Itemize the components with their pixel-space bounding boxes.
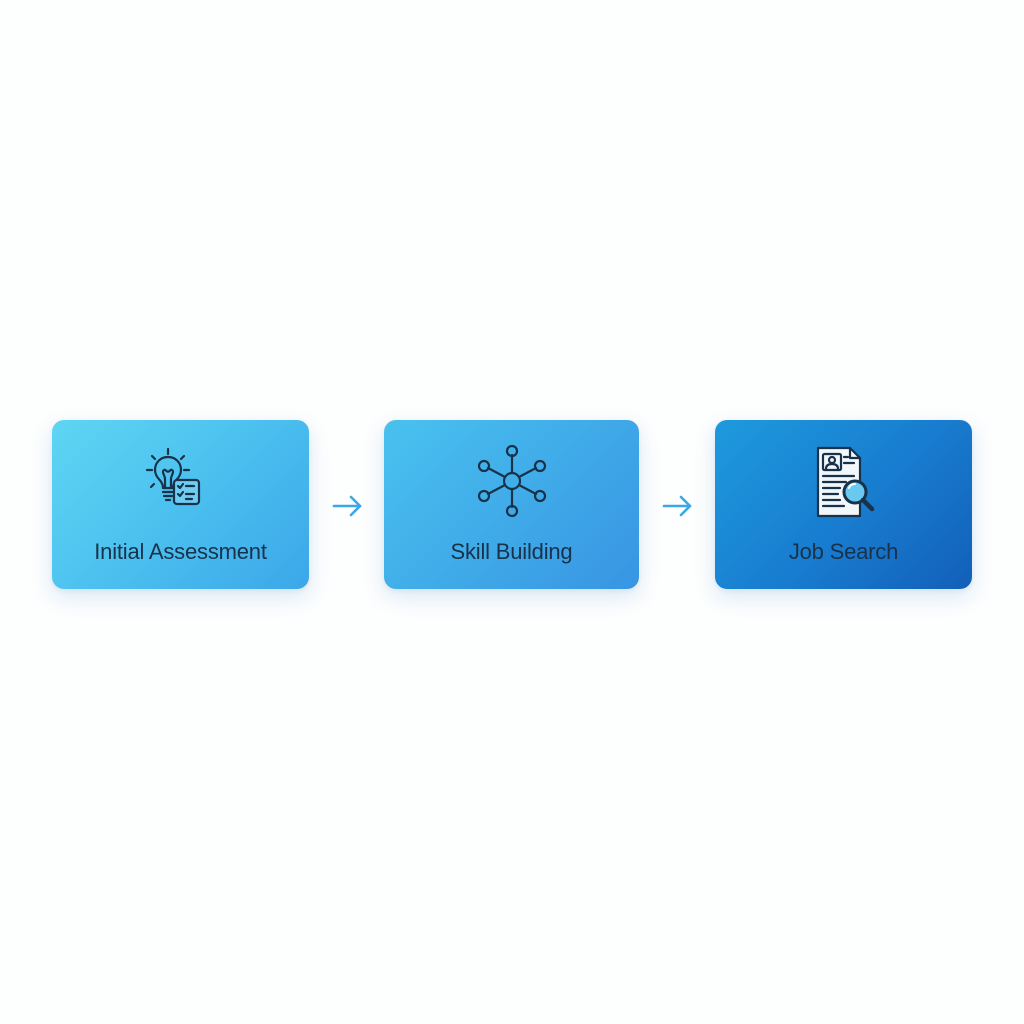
step-label: Initial Assessment (94, 539, 267, 564)
step-card-initial-assessment: Initial Assessment (52, 420, 309, 589)
lightbulb-checklist-icon (145, 447, 200, 506)
step-label: Skill Building (450, 539, 573, 564)
step-card-job-search: Job Search (715, 420, 972, 589)
step-card-skill-building: Skill Building (384, 420, 639, 589)
arrow-right-icon (662, 495, 692, 517)
network-nodes-icon (477, 444, 546, 518)
arrow-right-icon (332, 495, 362, 517)
resume-search-icon (816, 446, 874, 518)
step-label: Job Search (788, 539, 899, 564)
